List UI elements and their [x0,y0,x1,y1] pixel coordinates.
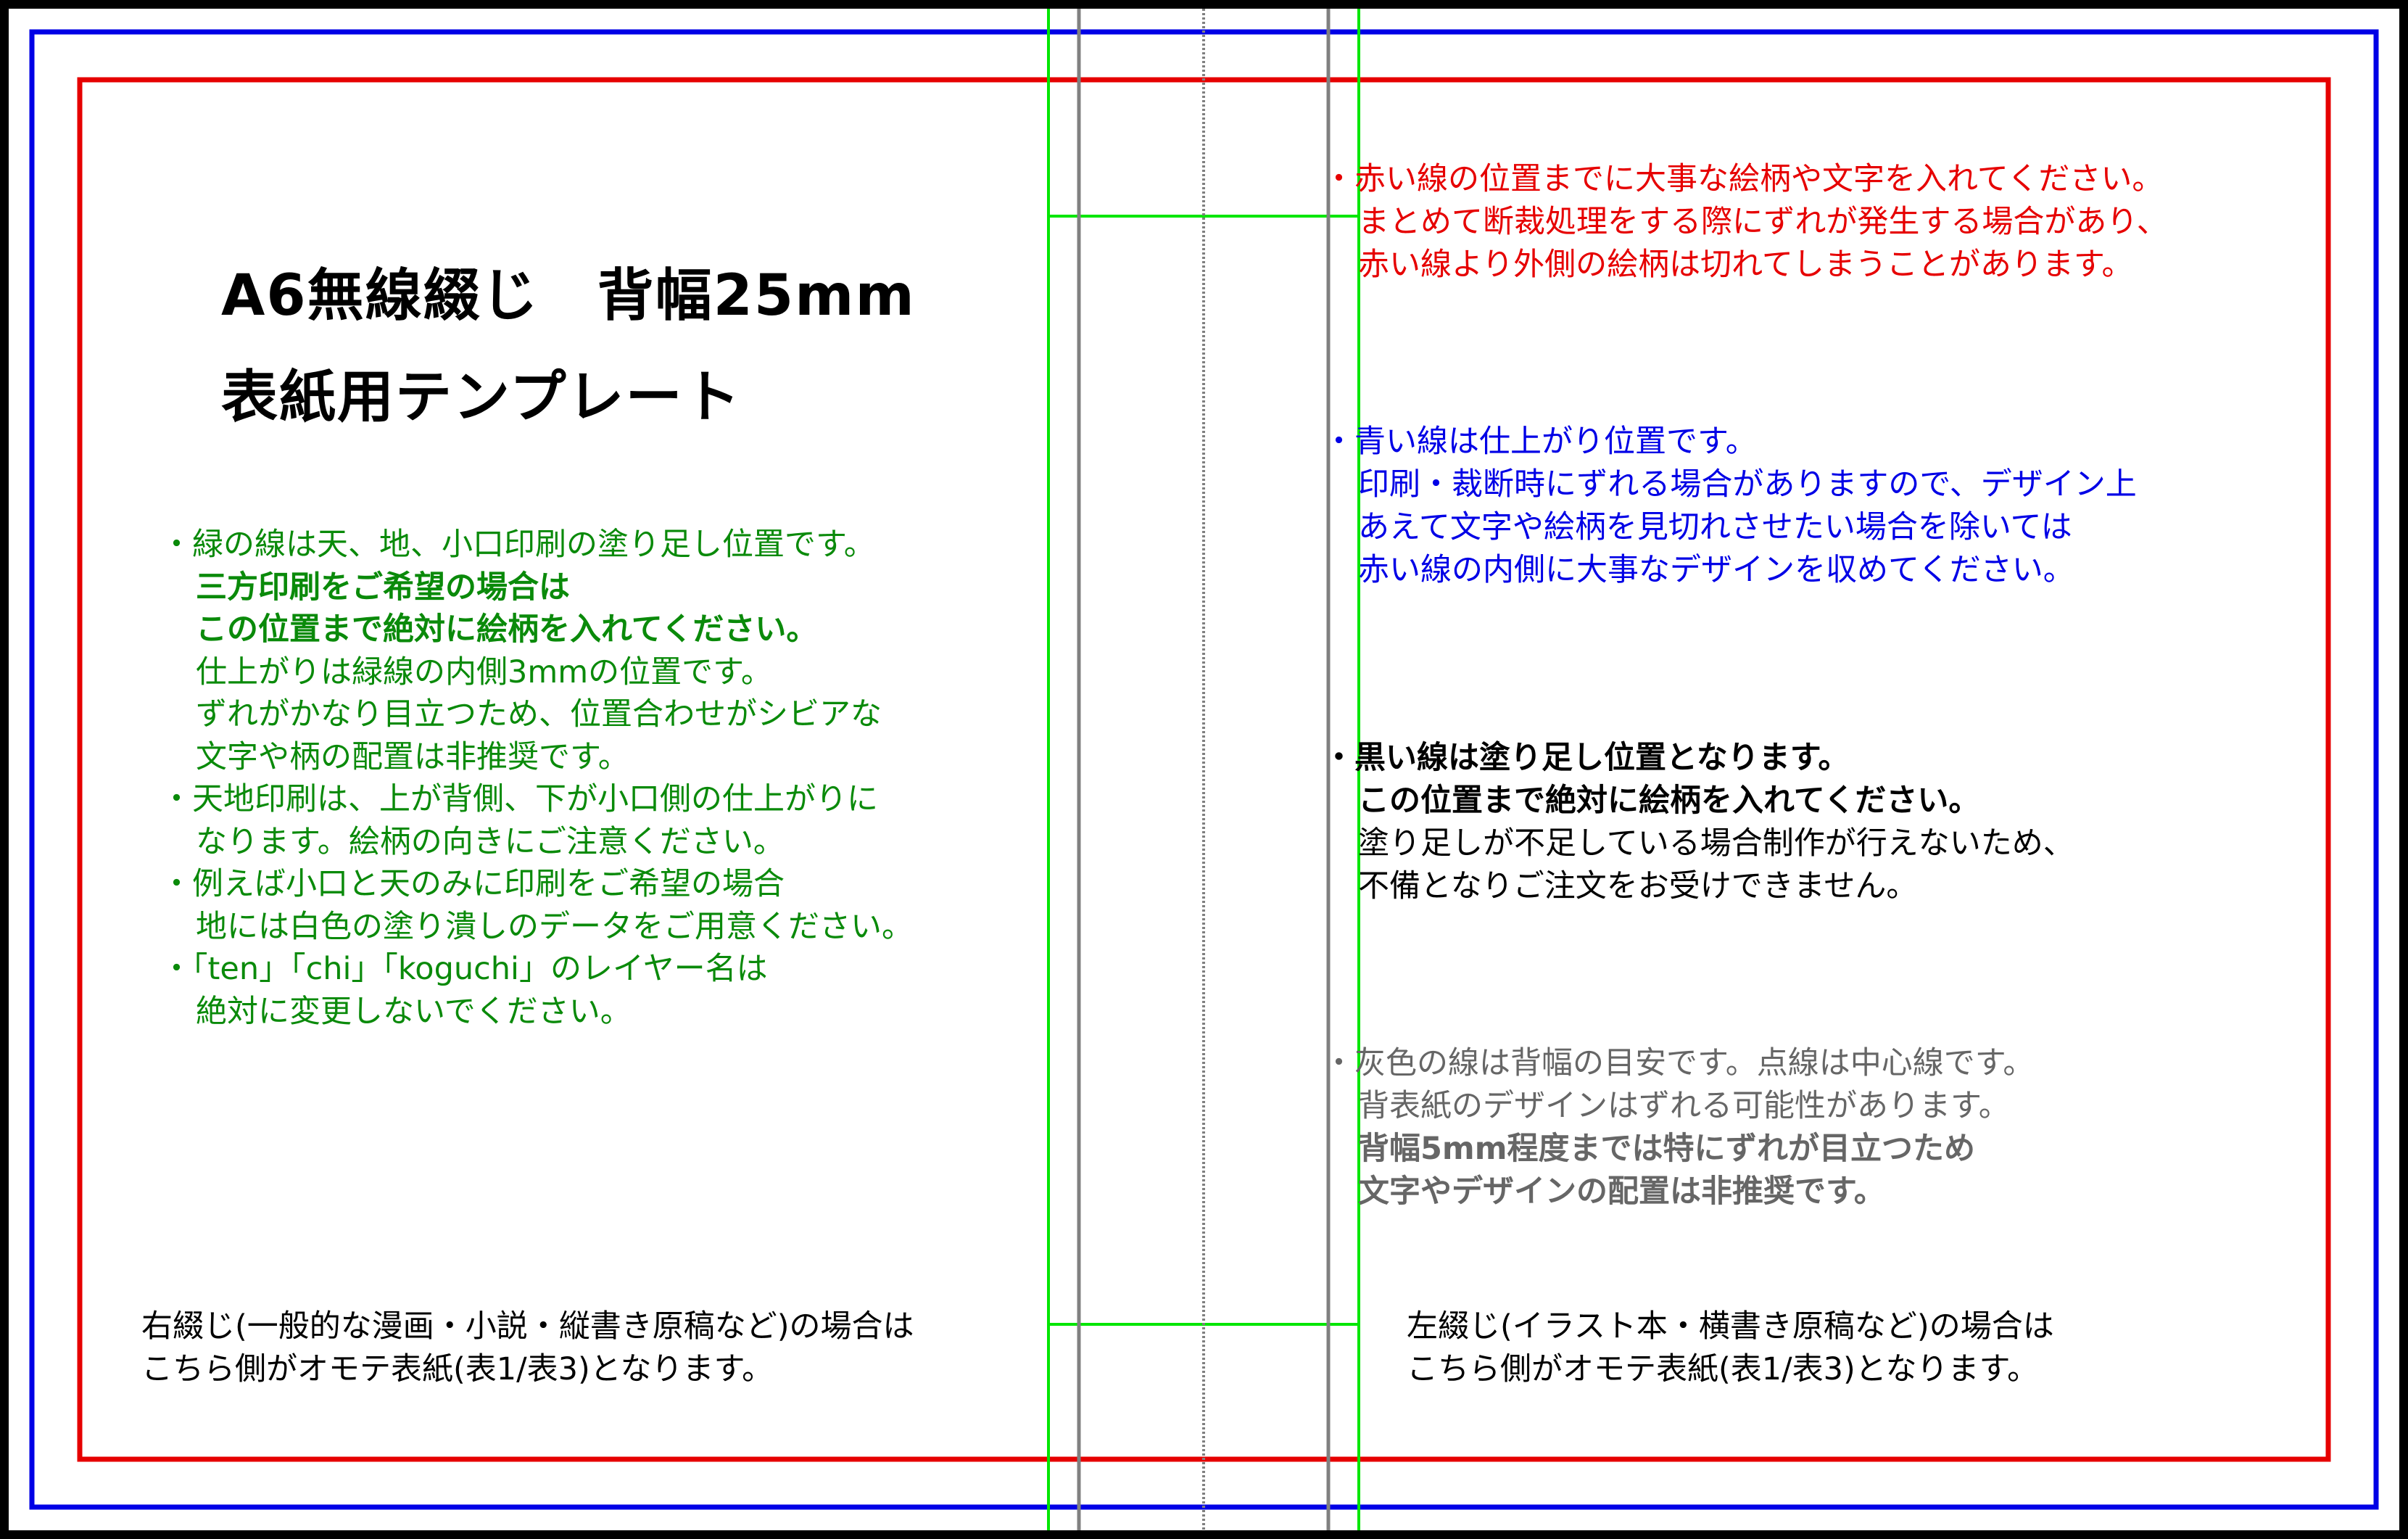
blue-note-line: ・青い線は仕上がり位置です。 [1323,424,1757,460]
black-note-line: この位置まで絶対に絵柄を入れてください。 [1358,783,1980,819]
green-note-line: この位置まで絶対に絵柄を入れてください。 [196,611,818,648]
gray-line-notes: ・灰色の線は背幅の目安です。点線は中心線です。 背表紙のデザインはずれる可能性が… [1323,1042,2034,1213]
blue-note-line: 赤い線の内側に大事なデザインを収めてください。 [1358,552,2074,588]
title-line-2: 表紙用テンプレート [221,365,742,430]
blue-note-line: あえて文字や絵柄を見切れさせたい場合を除いては [1358,509,2072,545]
black-line-notes: ・黒い線は塗り足し位置となります。 この位置まで絶対に絵柄を入れてください。 塗… [1323,737,2074,908]
edge-bleed-lines-green [1047,9,1360,1530]
red-note-line: ・赤い線の位置までに大事な絵柄や文字を入れてください。 [1323,161,2164,197]
green-line-notes: ・緑の線は天、地、小口印刷の塗り足し位置です。 三方印刷をご希望の場合は この位… [161,524,913,1033]
green-note-line: ・「ten」「chi」「koguchi」のレイヤー名は [161,951,768,987]
spine-lines-gray [1077,9,1331,1530]
black-note-line: 不備となりご注文をお受けできません。 [1358,868,1918,904]
green-note-line: ・例えば小口と天のみに印刷をご希望の場合 [161,866,785,902]
black-note-line: 塗り足しが不足している場合制作が行えないため、 [1358,825,2074,862]
footer-left-binding-note: 左綴じ(イラスト本・横書き原稿など)の場合は こちら側がオモテ表紙(表1/表3)… [1407,1305,2054,1391]
gray-note-line: ・灰色の線は背幅の目安です。点線は中心線です。 [1323,1045,2035,1081]
template-title: A6無線綴じ 背幅25mm 表紙用テンプレート [221,245,916,448]
red-line-notes: ・赤い線の位置までに大事な絵柄や文字を入れてください。 まとめて断裁処理をする際… [1323,158,2168,286]
green-note-line: ・天地印刷は、上が背側、下が小口側の仕上がりに [161,781,878,817]
green-note-line: 三方印刷をご希望の場合は [196,569,570,606]
green-note-line: ・緑の線は天、地、小口印刷の塗り足し位置です。 [161,527,875,563]
footer-line: 左綴じ(イラスト本・横書き原稿など)の場合は [1407,1308,2054,1345]
red-note-line: 赤い線より外側の絵柄は切れてしまうことがあります。 [1358,247,2133,283]
green-note-line: ずれがかなり目立つため、位置合わせがシビアな [196,696,882,733]
green-note-line: なります。絵柄の向きにご注意ください。 [196,823,785,860]
gray-note-line: 背幅5mm程度までは特にずれが目立つため [1358,1131,1975,1167]
red-note-line: まとめて断裁処理をする際にずれが発生する場合があり、 [1358,204,2168,240]
green-note-line: 文字や柄の配置は非推奨です。 [196,738,629,775]
footer-line: こちら側がオモテ表紙(表1/表3)となります。 [141,1351,774,1387]
green-note-line: 仕上がりは緑線の内側3mmの位置です。 [196,653,772,690]
green-note-line: 地には白色の塗り潰しのデータをご用意ください。 [196,908,913,945]
title-line-1: A6無線綴じ 背幅25mm [221,263,916,329]
footer-line: 右綴じ(一般的な漫画・小説・縦書き原稿など)の場合は [141,1308,914,1345]
gray-note-line: 背表紙のデザインはずれる可能性があります。 [1358,1088,2010,1124]
footer-right-binding-note: 右綴じ(一般的な漫画・小説・縦書き原稿など)の場合は こちら側がオモテ表紙(表1… [141,1305,914,1391]
black-note-line: ・黒い線は塗り足し位置となります。 [1323,740,1850,776]
footer-line: こちら側がオモテ表紙(表1/表3)となります。 [1407,1351,2039,1387]
gray-note-line: 文字やデザインの配置は非推奨です。 [1358,1173,1885,1210]
blue-note-line: 印刷・裁断時にずれる場合がありますので、デザイン上 [1358,466,2137,503]
blue-line-notes: ・青い線は仕上がり位置です。 印刷・裁断時にずれる場合がありますので、デザイン上… [1323,421,2137,592]
green-note-line: 絶対に変更しないでください。 [196,993,632,1030]
